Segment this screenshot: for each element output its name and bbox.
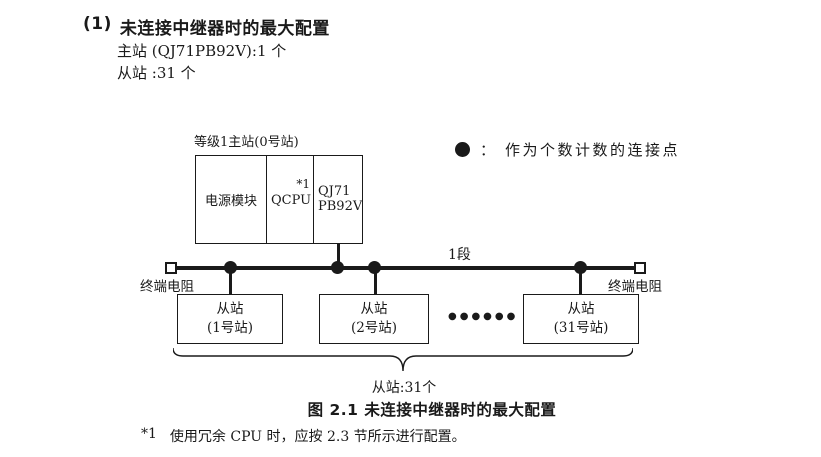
right-terminator-label: 终端电阻 [608, 279, 662, 295]
master-count-line: 主站 (QJ71PB92V):1 个 [117, 42, 287, 60]
master-station-label: 等级1主站(0号站) [194, 135, 299, 150]
footnote-text: 使用冗余 CPU 时，应按 2.3 节所示进行配置。 [169, 429, 466, 445]
connection-point-icon [574, 261, 587, 274]
slave-station-box: 从站 (1号站) [177, 294, 283, 344]
terminator-resistor-icon-right [634, 262, 646, 274]
connection-point-icon [368, 261, 381, 274]
master-rack: 电源模块 *1 QCPU QJ71 PB92V [195, 155, 363, 244]
footnote-marker: *1 [141, 426, 157, 442]
footnote: *1 使用冗余 CPU 时，应按 2.3 节所示进行配置。 [141, 426, 466, 446]
slave-count-line: 从站 :31 个 [117, 64, 196, 82]
legend-text: 作为个数计数的连接点 [505, 141, 681, 159]
network-module-line1: QJ71 [318, 183, 351, 199]
master-drop-line [337, 243, 340, 267]
power-module-cell: 电源模块 [204, 194, 257, 209]
section-title: 未连接中继器时的最大配置 [119, 19, 330, 39]
slave-station-no: (31号站) [553, 320, 609, 336]
slave1-drop-line [229, 268, 232, 295]
slave31-drop-line [579, 268, 582, 295]
cpu-cell: *1 QCPU [266, 156, 314, 243]
network-module-line2: PB92V [318, 198, 363, 214]
brace-count-label: 从站:31个 [371, 380, 437, 396]
section-heading: (1) 未连接中继器时的最大配置 [83, 14, 330, 39]
slave-name: 从站 [216, 301, 244, 318]
section-number: (1) [83, 14, 112, 34]
segment-label: 1段 [448, 247, 471, 263]
slave-station-box: 从站 (2号站) [319, 294, 429, 344]
slave-station-no: (2号站) [350, 320, 398, 336]
figure-caption: 图 2.1 未连接中继器时的最大配置 [307, 401, 557, 419]
legend-separator: ： [480, 141, 496, 159]
bus-line [177, 266, 635, 270]
network-module-cell: QJ71 PB92V [314, 156, 362, 243]
ellipsis-dots: ●●●●●● [448, 311, 519, 322]
cpu-footnote-ref: *1 [296, 177, 310, 191]
slave2-drop-line [374, 268, 377, 295]
slave-name: 从站 [360, 301, 388, 318]
slave-station-box: 从站 (31号站) [523, 294, 639, 344]
connection-point-icon [455, 142, 470, 157]
slave-station-no: (1号站) [206, 320, 254, 336]
slave-name: 从站 [567, 301, 595, 318]
connection-point-icon [331, 261, 344, 274]
legend: ： 作为个数计数的连接点 [455, 139, 680, 160]
left-terminator-label: 终端电阻 [140, 279, 194, 295]
terminator-resistor-icon-left [165, 262, 177, 274]
brace [173, 347, 633, 372]
cpu-label: QCPU [271, 193, 312, 208]
connection-point-icon [224, 261, 237, 274]
